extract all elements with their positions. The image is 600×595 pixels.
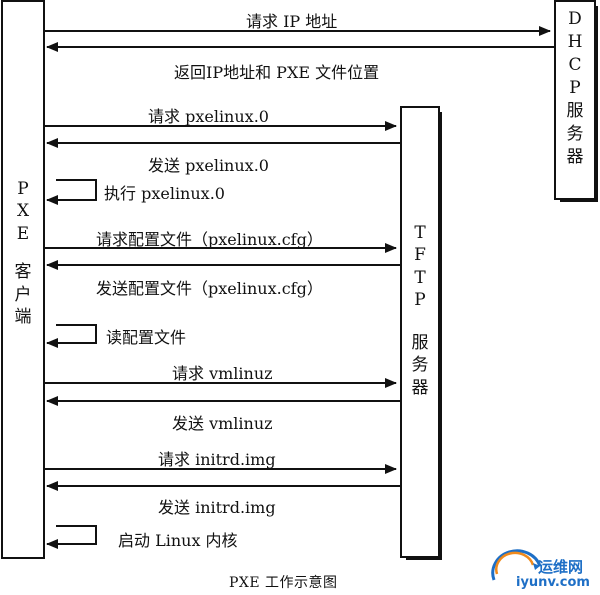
tftp-server-label-line: 服 xyxy=(411,332,429,353)
dhcp-server-label-line: H xyxy=(567,31,583,52)
tftp-server-label-line: T xyxy=(414,267,426,288)
label-send-cfg: 发送配置文件（pxelinux.cfg） xyxy=(96,279,323,298)
pxe-client-label: P X E 客 户 端 xyxy=(3,178,43,329)
dhcp-server-label-line: 服 xyxy=(566,100,584,121)
dhcp-server-label-line: 务 xyxy=(566,123,584,144)
tftp-server-label-line: 务 xyxy=(411,355,429,376)
label-exec-pxelinux: 执行 pxelinux.0 xyxy=(104,184,225,203)
label-boot-kernel: 启动 Linux 内核 xyxy=(118,531,238,550)
tftp-server-label-line: F xyxy=(414,245,426,266)
label-read-cfg: 读配置文件 xyxy=(106,328,187,347)
watermark-text-en: iyunv.com xyxy=(516,575,590,590)
label-request-vmlinuz: 请求 vmlinuz xyxy=(172,364,273,383)
label-send-pxelinux: 发送 pxelinux.0 xyxy=(148,156,269,175)
tftp-server-box xyxy=(400,106,440,558)
pxe-client-box xyxy=(1,0,45,559)
diagram-caption: PXE 工作示意图 xyxy=(229,575,338,591)
dhcp-server-label-line: 器 xyxy=(566,146,584,167)
label-request-pxelinux: 请求 pxelinux.0 xyxy=(148,107,269,126)
label-request-initrd: 请求 initrd.img xyxy=(158,450,276,469)
dhcp-server-label: D H C P 服 务 器 xyxy=(556,8,594,169)
label-return-ip: 返回IP地址和 PXE 文件位置 xyxy=(174,63,380,82)
dhcp-server-box xyxy=(554,0,596,200)
pxe-client-label-line: E xyxy=(16,223,30,244)
arrow-read-cfg xyxy=(46,324,97,348)
pxe-client-label-line: P xyxy=(17,179,29,199)
pxe-client-label-line: X xyxy=(16,201,30,222)
label-send-vmlinuz: 发送 vmlinuz xyxy=(172,414,273,433)
dhcp-server-label-line: D xyxy=(568,9,582,29)
tftp-server-label-line: T xyxy=(414,223,426,243)
pxe-client-label-line: 户 xyxy=(14,284,32,305)
arrow-boot-kernel xyxy=(46,525,97,549)
dhcp-server-label-line: C xyxy=(568,54,582,75)
dhcp-server-label-line: P xyxy=(569,77,581,98)
label-request-ip: 请求 IP 地址 xyxy=(246,12,338,31)
tftp-server-label-line: 器 xyxy=(411,377,429,398)
pxe-client-label-line: 端 xyxy=(14,307,32,328)
label-request-cfg: 请求配置文件（pxelinux.cfg） xyxy=(96,230,323,249)
watermark-text-cn: 运维网 xyxy=(538,558,584,576)
label-send-initrd: 发送 initrd.img xyxy=(158,498,276,517)
arrow-exec-pxelinux xyxy=(46,179,97,205)
tftp-server-label-line: P xyxy=(414,290,426,311)
pxe-client-label-line: 客 xyxy=(14,262,32,283)
tftp-server-label: T F T P 服 务 器 xyxy=(402,222,438,399)
